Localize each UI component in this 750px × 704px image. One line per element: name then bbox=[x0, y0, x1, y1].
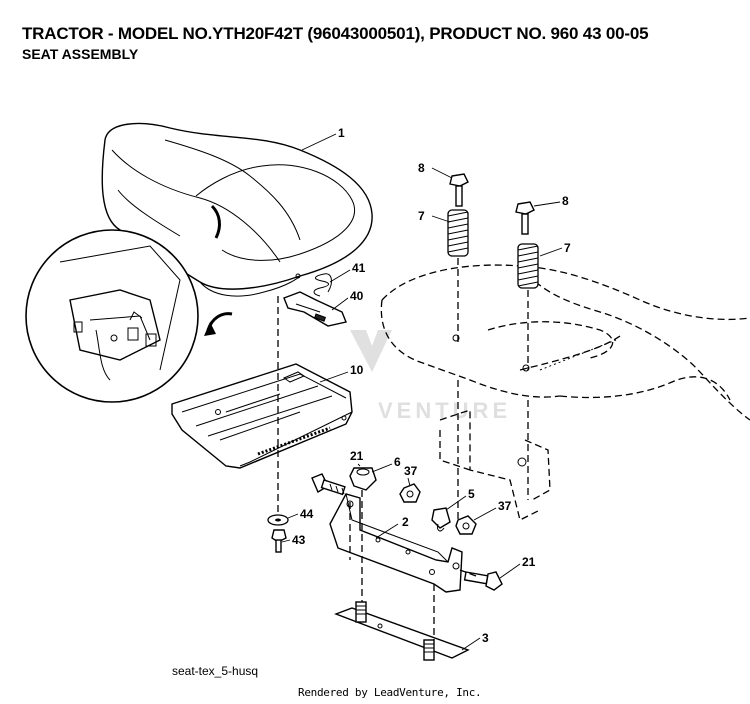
callout-21: 21 bbox=[350, 449, 364, 463]
tractor-frame bbox=[380, 264, 750, 521]
callout-7: 7 bbox=[418, 209, 425, 223]
callout-41: 41 bbox=[352, 261, 366, 275]
rendered-by-credit: Rendered by LeadVenture, Inc. bbox=[298, 686, 482, 699]
callout-37: 37 bbox=[404, 464, 418, 478]
callout-21: 21 bbox=[522, 555, 536, 569]
spring-41 bbox=[313, 273, 332, 297]
callout-3: 3 bbox=[482, 631, 489, 645]
callout-1: 1 bbox=[338, 126, 345, 140]
nut-37-left bbox=[399, 483, 421, 503]
nut-6 bbox=[349, 467, 377, 491]
clip-5 bbox=[431, 507, 451, 532]
callout-8: 8 bbox=[562, 194, 569, 208]
leader-lines bbox=[281, 133, 563, 651]
callout-37: 37 bbox=[498, 499, 512, 513]
watermark: VENTURE bbox=[350, 330, 511, 423]
callout-8: 8 bbox=[418, 161, 425, 175]
bolt-8-left bbox=[449, 173, 469, 207]
seat-pan-10 bbox=[171, 363, 353, 469]
callout-40: 40 bbox=[350, 289, 364, 303]
page-title: TRACTOR - MODEL NO.YTH20F42T (9604300050… bbox=[22, 24, 649, 43]
callouts: 1 8 8 7 7 41 40 10 21 6 37 5 37 44 43 2 … bbox=[292, 126, 571, 645]
bolt-8-right bbox=[515, 201, 535, 235]
callout-43: 43 bbox=[292, 533, 306, 547]
bolt-21-left bbox=[311, 473, 346, 496]
bolt-21-right bbox=[463, 571, 503, 591]
file-id: seat-tex_5-husq bbox=[172, 664, 259, 678]
plate-3 bbox=[334, 601, 470, 661]
spring-7-left bbox=[447, 209, 469, 257]
watermark-text: VENTURE bbox=[378, 398, 511, 423]
callout-7: 7 bbox=[564, 241, 571, 255]
bolt-43 bbox=[271, 529, 287, 553]
callout-10: 10 bbox=[350, 363, 364, 377]
detail-inset bbox=[25, 229, 199, 403]
assembly-lines bbox=[277, 258, 529, 640]
callout-6: 6 bbox=[394, 455, 401, 469]
spring-7-right bbox=[517, 243, 539, 289]
page-subtitle: SEAT ASSEMBLY bbox=[22, 46, 139, 62]
nut-37-right bbox=[455, 515, 477, 535]
bracket-40 bbox=[283, 291, 347, 327]
callout-44: 44 bbox=[300, 507, 314, 521]
callout-5: 5 bbox=[468, 487, 475, 501]
seat bbox=[101, 122, 373, 297]
callout-2: 2 bbox=[402, 515, 409, 529]
washer-44 bbox=[267, 514, 289, 526]
